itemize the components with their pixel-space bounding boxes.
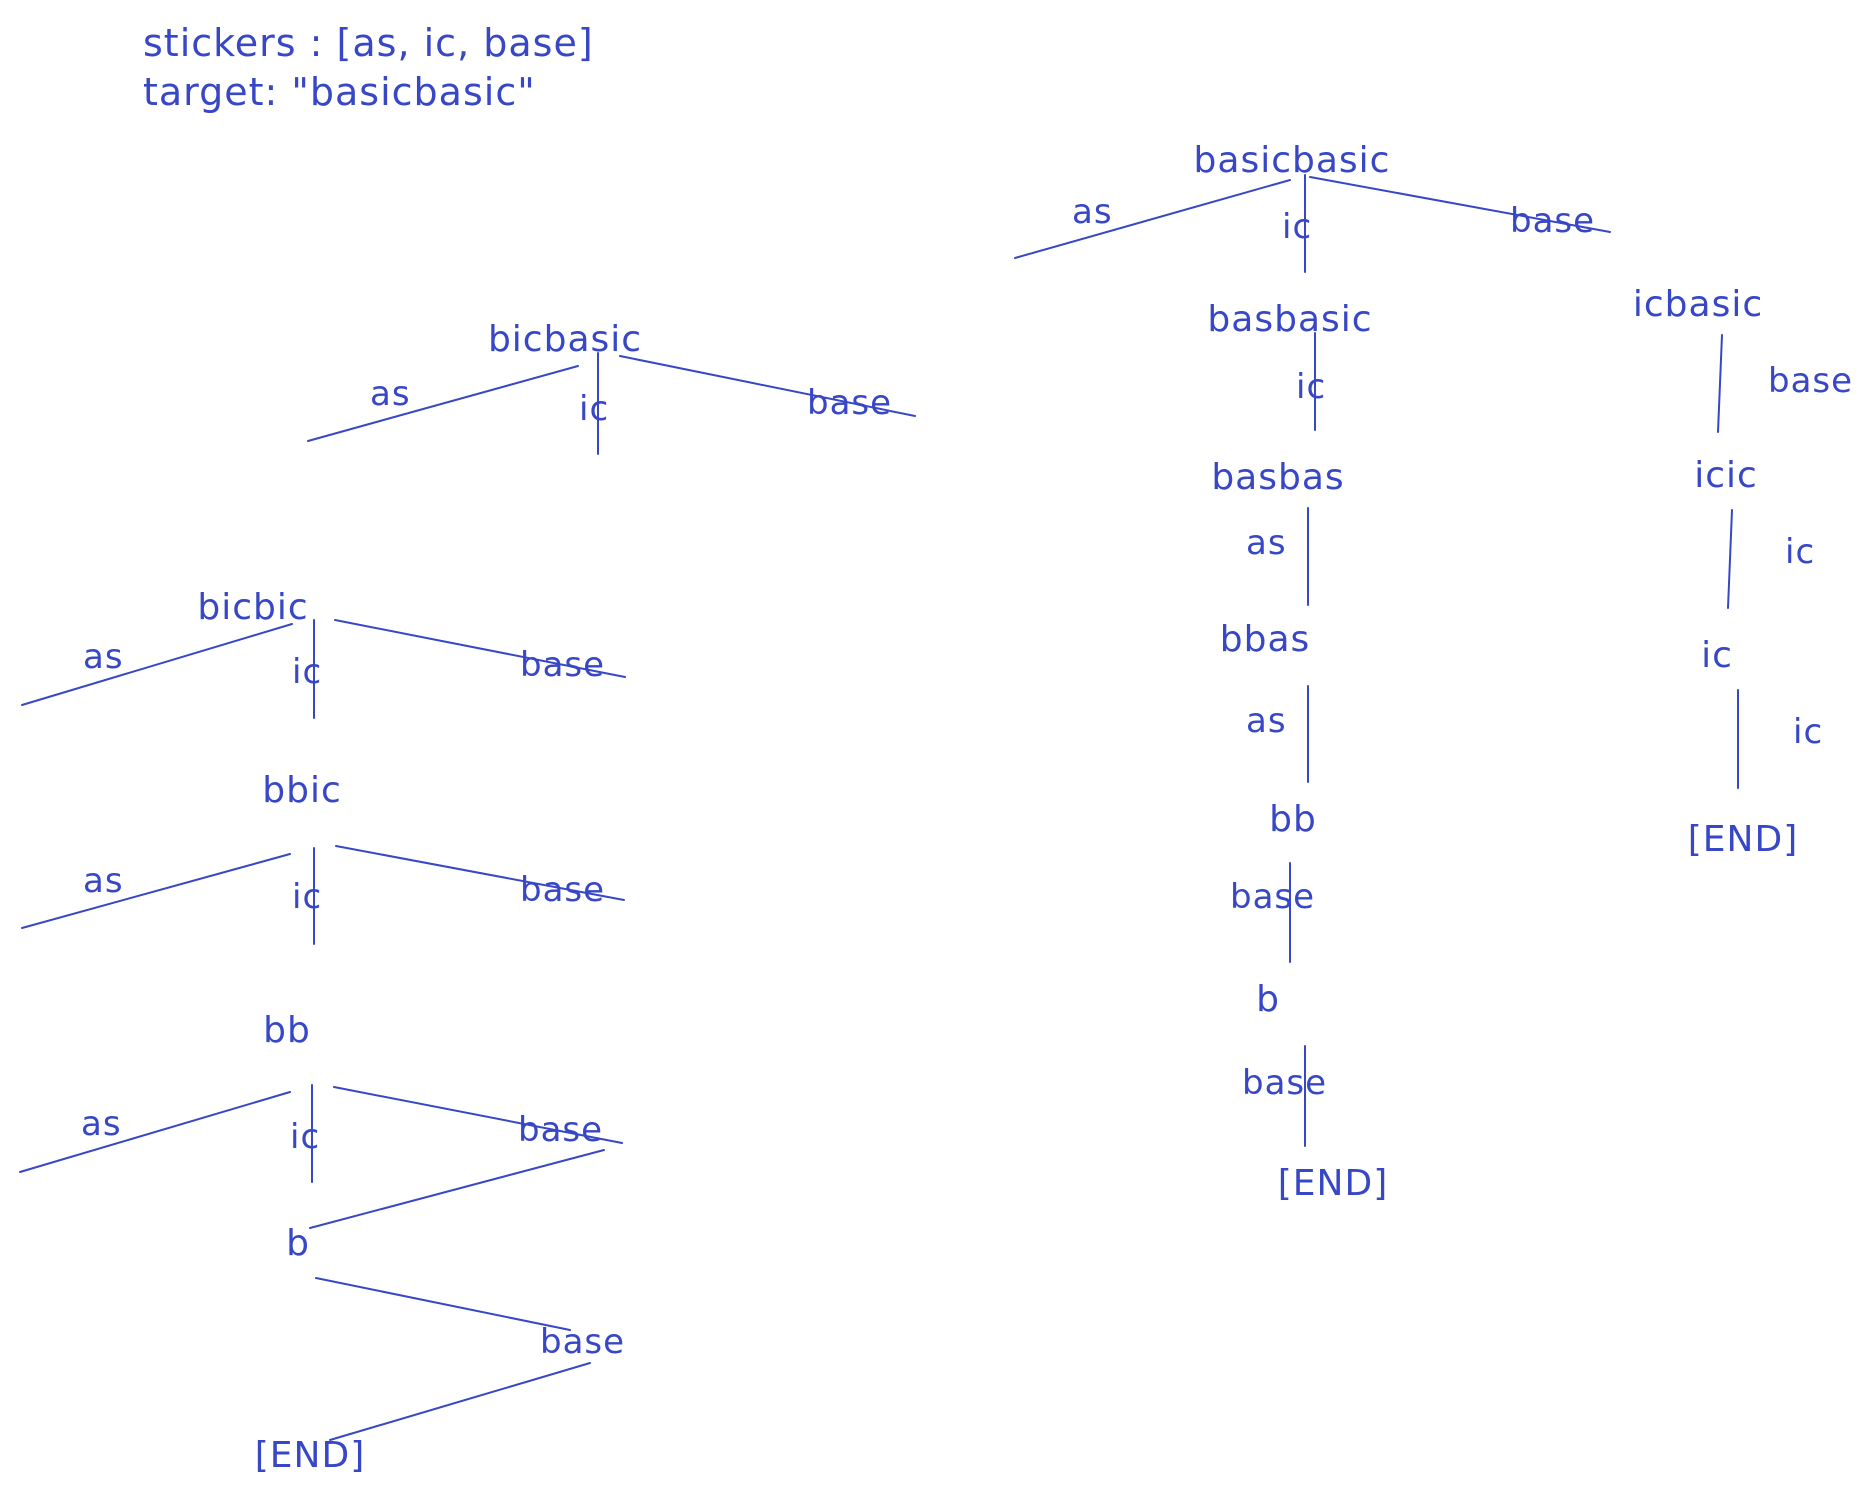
edge-label-base: base [1768, 361, 1854, 401]
edge-label-ic: ic [1296, 367, 1327, 407]
node-b: b [1256, 979, 1280, 1020]
edge-label-base: base [520, 645, 606, 685]
node-bb: bb [263, 1010, 311, 1051]
node-bb: bb [1269, 799, 1317, 840]
node-ic: ic [1701, 635, 1733, 676]
edge-label-base: base [1230, 877, 1316, 917]
edge-label-ic: ic [1785, 532, 1816, 572]
edge-label-ic: ic [290, 1117, 321, 1157]
edge-line [1727, 509, 1733, 609]
edge-label-as: as [370, 374, 411, 414]
edge-line [334, 619, 626, 678]
edge-label-as: as [83, 861, 124, 901]
node-end: [END] [1277, 1163, 1389, 1204]
stickers-label: stickers : [as, ic, base] [143, 21, 594, 65]
edge-line [21, 623, 293, 706]
edge-line [1309, 176, 1611, 233]
edge-line [307, 365, 579, 442]
node-bbic: bbic [262, 770, 342, 811]
edge-line [315, 1277, 571, 1331]
node-bicbic: bicbic [197, 587, 309, 628]
edge-label-as: as [81, 1104, 122, 1144]
edge-label-as: as [1246, 701, 1287, 741]
node-basicbasic: basicbasic [1193, 140, 1391, 181]
edge-label-base: base [1242, 1063, 1328, 1103]
node-end: [END] [1687, 819, 1799, 860]
edge-label-ic: ic [1282, 207, 1313, 247]
edge-line [335, 845, 625, 901]
edge-label-as: as [1246, 523, 1287, 563]
edge-label-base: base [540, 1322, 626, 1362]
node-basbas: basbas [1211, 457, 1345, 498]
edge-label-ic: ic [1793, 712, 1824, 752]
node-icic: icic [1694, 455, 1758, 496]
edge-label-ic: ic [292, 877, 323, 917]
edge-line [333, 1086, 623, 1144]
node-end: [END] [254, 1435, 366, 1476]
edge-label-as: as [83, 637, 124, 677]
edge-label-ic: ic [292, 652, 323, 692]
node-bbas: bbas [1219, 619, 1311, 660]
edge-label-base: base [807, 383, 893, 423]
edge-line [19, 1091, 291, 1173]
edge-line [329, 1362, 591, 1441]
edge-label-as: as [1072, 192, 1113, 232]
edge-label-ic: ic [579, 389, 610, 429]
node-b: b [286, 1223, 310, 1264]
edge-line [1014, 179, 1291, 259]
edge-line [619, 355, 916, 417]
node-basbasic: basbasic [1207, 299, 1373, 340]
node-bicbasic: bicbasic [487, 319, 643, 360]
edge-label-base: base [518, 1110, 604, 1150]
edge-label-base: base [1510, 201, 1596, 241]
edge-line [309, 1149, 605, 1229]
edge-line [1717, 334, 1723, 433]
edge-label-base: base [520, 870, 606, 910]
target-label: target: "basicbasic" [143, 70, 536, 114]
node-icbasic: icbasic [1632, 284, 1764, 325]
edge-line [21, 853, 291, 929]
